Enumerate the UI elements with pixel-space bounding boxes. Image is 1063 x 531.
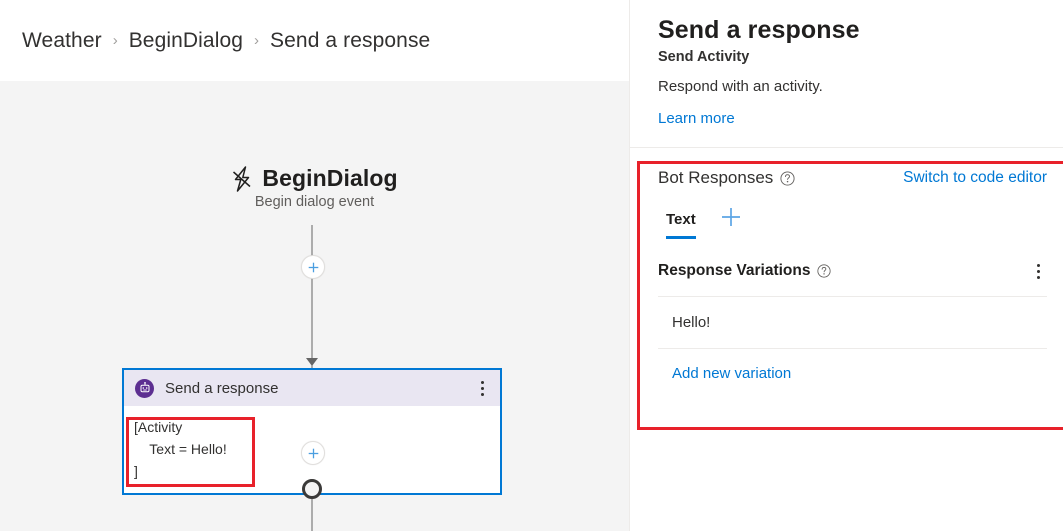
action-node-title: Send a response xyxy=(165,379,279,397)
bot-responses-header-row: Bot Responses Switch to code editor xyxy=(658,168,1047,188)
properties-pane: Send a response Send Activity Respond wi… xyxy=(629,0,1063,531)
action-node-body-text: [Activity Text = Hello! ] xyxy=(134,419,227,479)
flow-canvas[interactable]: BeginDialog Begin dialog event xyxy=(0,81,629,531)
flow-end-node xyxy=(302,479,322,499)
bot-icon xyxy=(135,378,154,398)
connector-arrow-top xyxy=(306,358,318,366)
trigger-subtitle: Begin dialog event xyxy=(254,194,375,210)
trigger-node[interactable]: BeginDialog Begin dialog event xyxy=(0,165,629,210)
bot-responses-label: Bot Responses xyxy=(658,168,774,187)
trigger-title: BeginDialog xyxy=(262,165,398,191)
tab-text[interactable]: Text xyxy=(666,211,696,239)
panel-description: Respond with an activity. xyxy=(658,78,823,95)
breadcrumb-separator-icon: › xyxy=(254,32,260,49)
lightning-bolt-icon xyxy=(231,165,253,192)
panel-subtitle: Send Activity xyxy=(658,49,750,65)
help-circle-icon[interactable] xyxy=(780,170,795,186)
more-vertical-icon[interactable] xyxy=(1029,258,1047,284)
add-new-variation-link[interactable]: Add new variation xyxy=(672,365,792,382)
breadcrumb-separator-icon: › xyxy=(112,32,118,49)
action-node-send-a-response[interactable]: Send a response [Activity Text = Hello! … xyxy=(122,368,502,495)
response-variations-label-group: Response Variations xyxy=(658,262,832,280)
page-title: Send a response xyxy=(658,16,860,44)
connector-line-top xyxy=(311,225,313,369)
trigger-title-row: BeginDialog xyxy=(0,165,629,192)
switch-to-code-editor-link[interactable]: Switch to code editor xyxy=(903,169,1047,186)
breadcrumb: Weather › BeginDialog › Send a response xyxy=(0,0,629,81)
response-type-tabs: Text xyxy=(658,206,1047,244)
divider xyxy=(658,296,1047,297)
add-action-button-top[interactable] xyxy=(301,255,325,279)
add-response-type-button[interactable] xyxy=(720,206,742,244)
learn-more-link[interactable]: Learn more xyxy=(658,110,735,127)
dialog-canvas-pane: Weather › BeginDialog › Send a response … xyxy=(0,0,629,531)
plus-icon xyxy=(720,206,742,233)
help-circle-icon[interactable] xyxy=(817,264,832,278)
bot-responses-label-group: Bot Responses xyxy=(658,168,795,188)
response-variation-item[interactable]: Hello! xyxy=(672,314,711,331)
connector-line-bottom xyxy=(311,495,313,531)
response-variations-label: Response Variations xyxy=(658,262,811,279)
plus-icon xyxy=(308,448,319,459)
divider xyxy=(658,348,1047,349)
bot-responses-section: Bot Responses Switch to code editor Text xyxy=(630,148,1063,244)
action-node-header: Send a response xyxy=(124,370,500,406)
breadcrumb-item-begindialog[interactable]: BeginDialog xyxy=(128,28,244,52)
properties-header: Send a response Send Activity Respond wi… xyxy=(630,0,1063,128)
panel-divider xyxy=(630,147,1063,148)
response-variations-header: Response Variations xyxy=(630,244,1063,296)
breadcrumb-item-weather[interactable]: Weather xyxy=(22,28,102,52)
more-vertical-icon[interactable] xyxy=(473,375,491,401)
add-action-button-bottom[interactable] xyxy=(301,441,325,465)
breadcrumb-item-send-a-response[interactable]: Send a response xyxy=(270,28,431,52)
plus-icon xyxy=(308,262,319,273)
